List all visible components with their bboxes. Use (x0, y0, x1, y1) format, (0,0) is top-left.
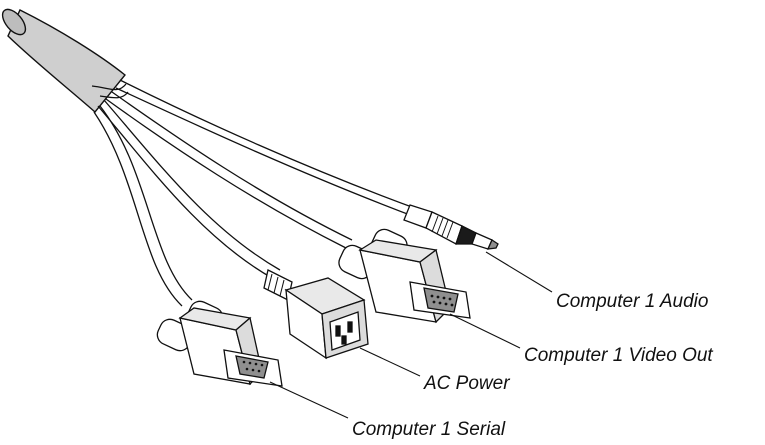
audio-wire (119, 79, 421, 211)
wire-bundle (93, 79, 421, 307)
leader-line-ac (359, 347, 421, 377)
leader-line-video (449, 313, 521, 349)
video-wire (111, 91, 353, 241)
leader-line-serial (269, 381, 349, 419)
serial-wire (99, 105, 193, 301)
power-wire (103, 99, 281, 271)
ac-power-connector (263, 269, 369, 360)
leader-lines (269, 251, 553, 419)
leader-line-audio (485, 251, 553, 293)
cable-jacket (1, 8, 126, 114)
label-computer-1-video-out: Computer 1 Video Out (524, 345, 713, 366)
vga-connector (338, 228, 471, 324)
audio-jack (403, 204, 499, 250)
label-computer-1-serial: Computer 1 Serial (352, 419, 506, 440)
label-ac-power: AC Power (424, 373, 510, 394)
jacket-rings (91, 83, 129, 99)
label-computer-1-audio: Computer 1 Audio (556, 291, 709, 312)
serial-connector (156, 300, 283, 387)
